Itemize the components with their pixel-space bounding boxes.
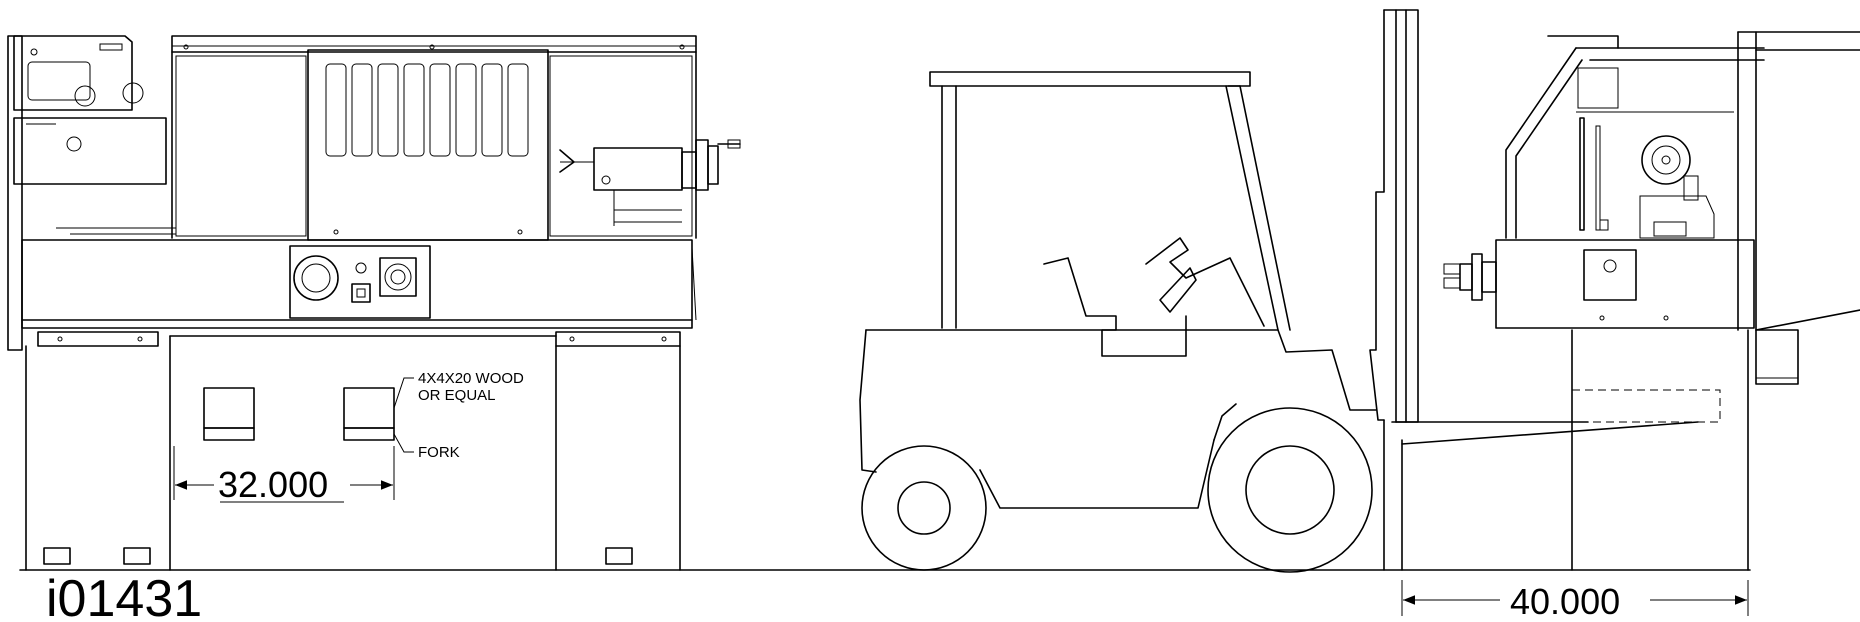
front-wheel bbox=[1207, 407, 1373, 573]
dimension-32-label: 32.000 bbox=[218, 464, 328, 505]
forklift bbox=[859, 9, 1699, 573]
fork-section-left bbox=[203, 427, 255, 441]
fork-section-right bbox=[343, 427, 395, 441]
control-panel bbox=[289, 245, 431, 319]
tailstock bbox=[559, 139, 741, 226]
rear-wheel bbox=[861, 445, 987, 571]
dimension-40-label: 40.000 bbox=[1510, 581, 1620, 622]
callout-fork: FORK bbox=[418, 444, 460, 461]
callout-wood-line1: 4X4X20 WOOD bbox=[418, 370, 524, 387]
guard-slots bbox=[325, 63, 529, 157]
lathe-front-view bbox=[7, 35, 741, 571]
wood-block-right bbox=[343, 387, 395, 429]
forklift-mast bbox=[1369, 9, 1699, 571]
fork-hidden bbox=[1571, 389, 1721, 423]
figure-id: i01431 bbox=[46, 570, 202, 622]
wood-block-left bbox=[203, 387, 255, 429]
callout-wood-line2: OR EQUAL bbox=[418, 387, 496, 404]
handwheel bbox=[1641, 135, 1691, 185]
lathe-side-view bbox=[1401, 31, 1860, 616]
